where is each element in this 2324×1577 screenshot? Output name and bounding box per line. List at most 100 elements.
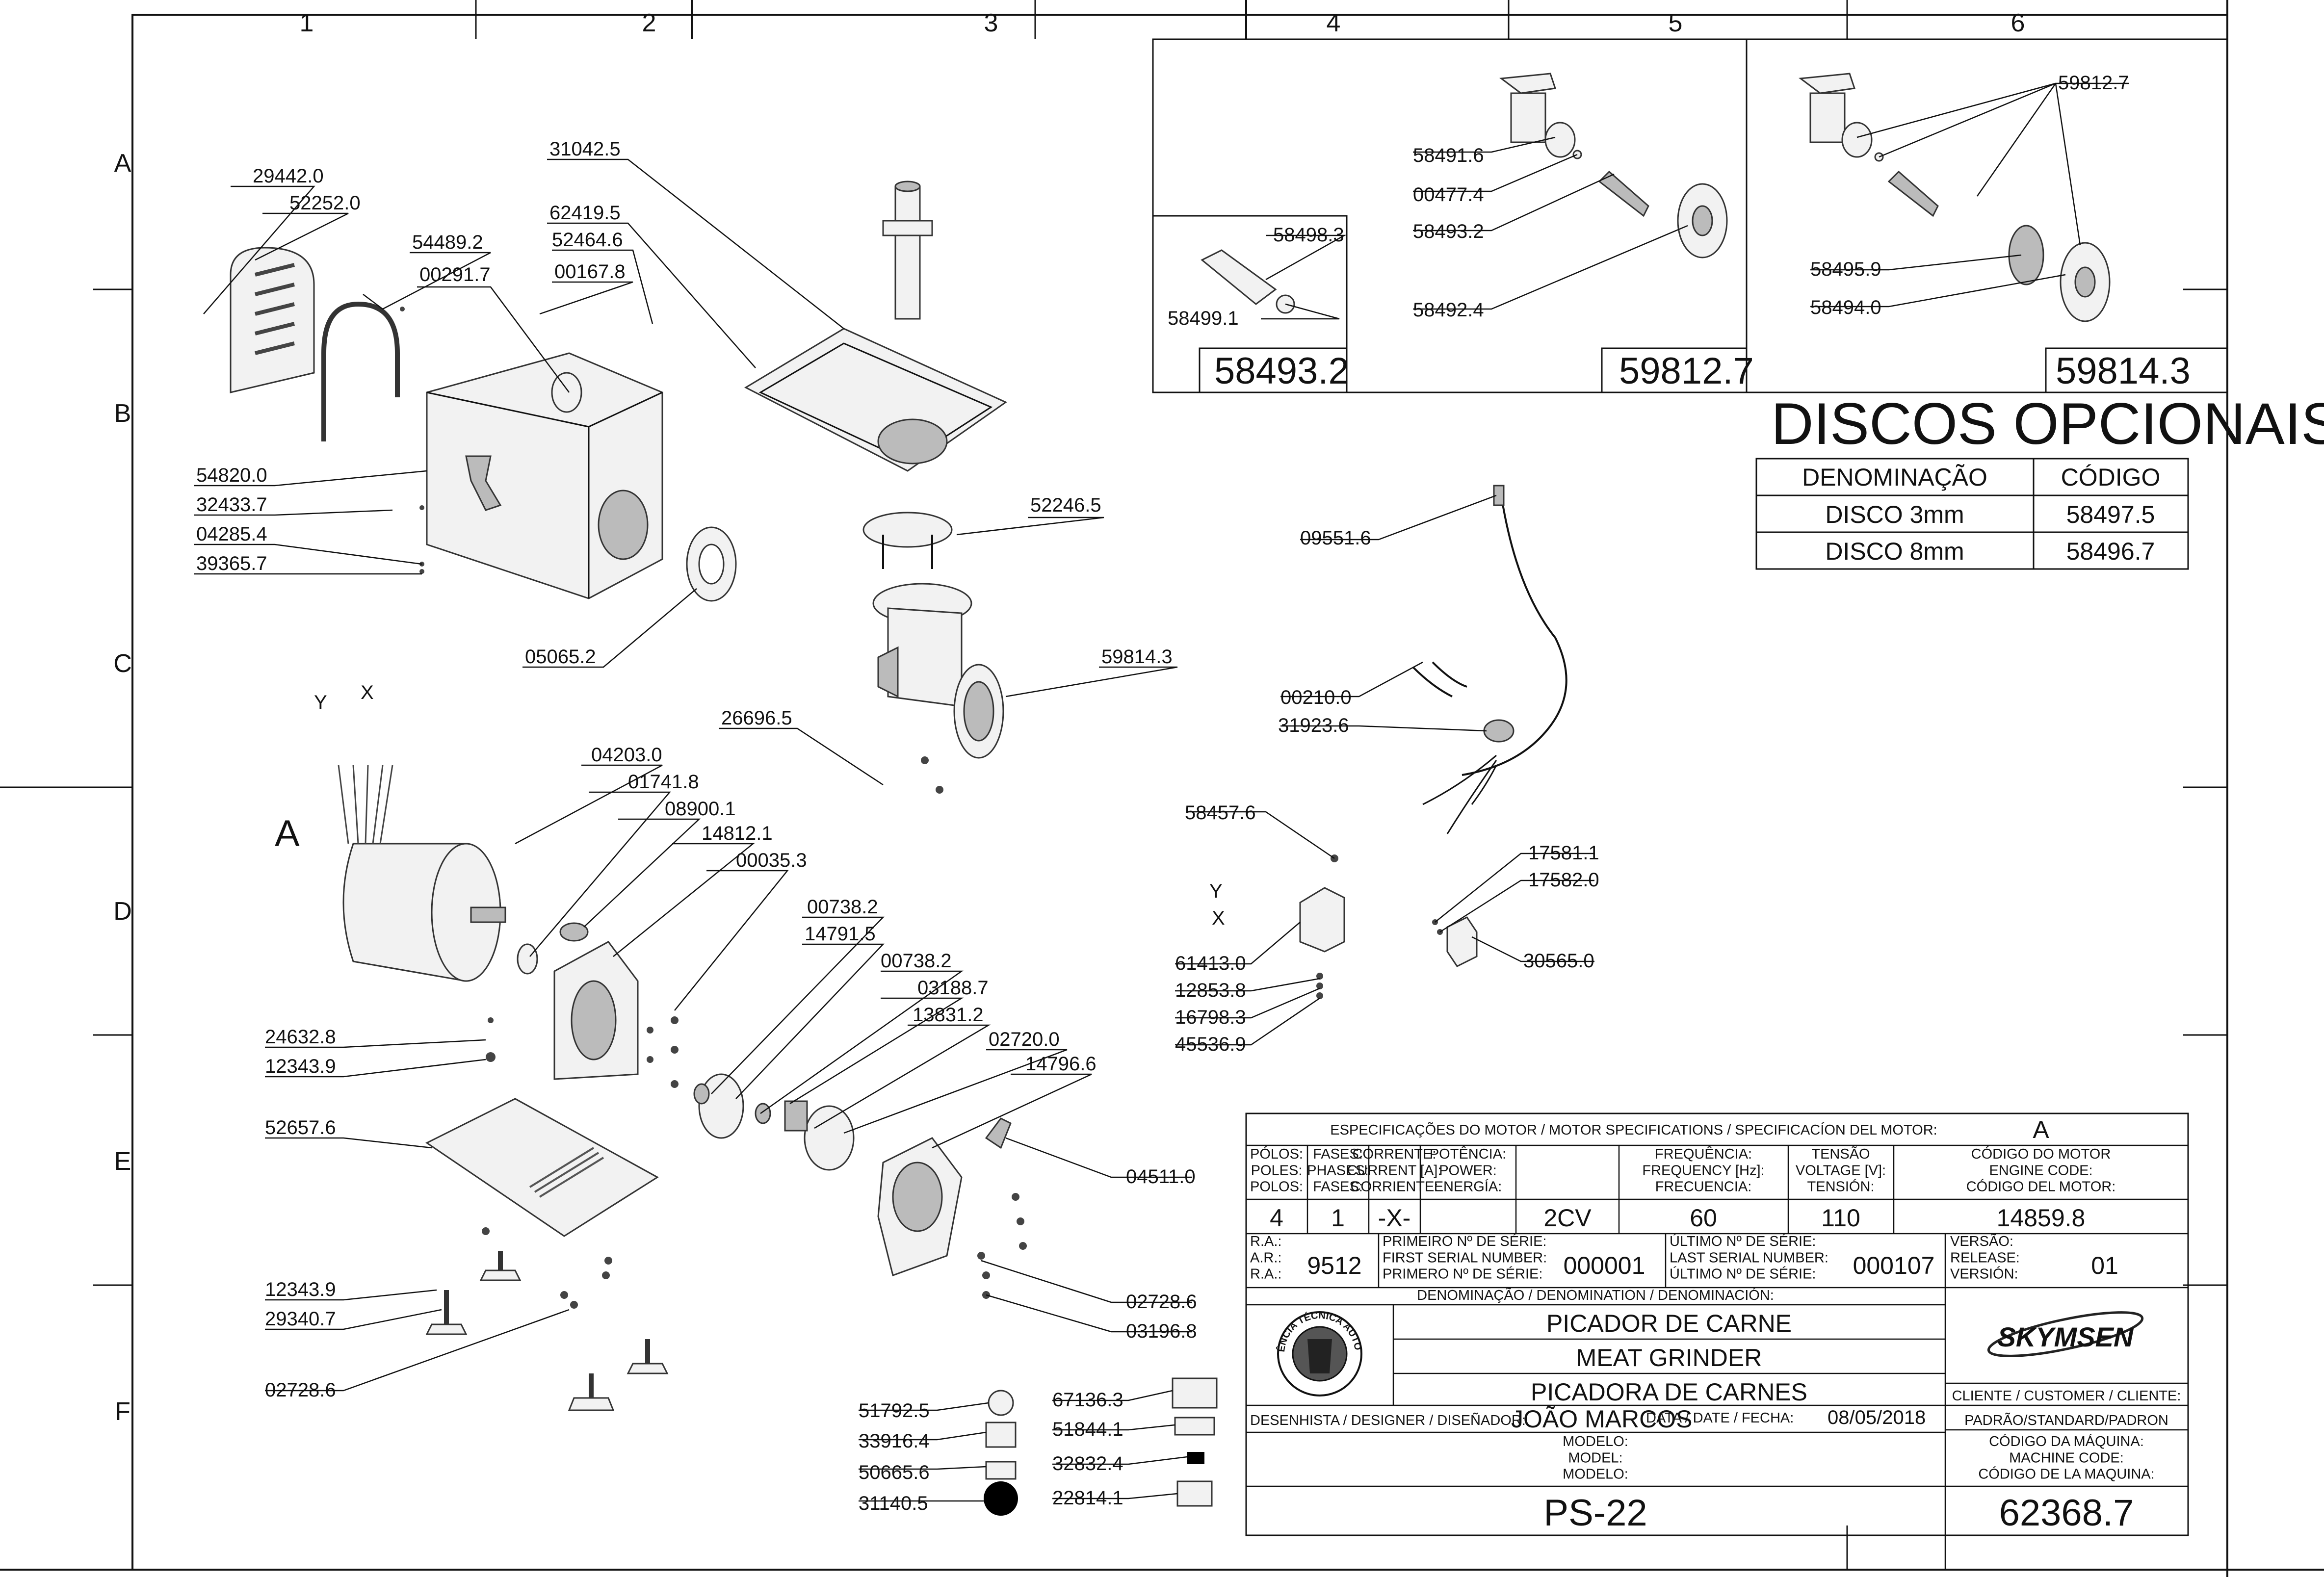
callout-label: 45536.9: [1175, 1034, 1246, 1055]
callout-label: 58494.0: [1810, 297, 1881, 318]
label-line: FASES:: [1313, 1179, 1363, 1195]
callout-label: 04285.4: [196, 523, 267, 545]
options-header-name: DENOMINAÇÃO: [1802, 464, 1987, 491]
axis-indicators: Y X Y X A: [275, 682, 1225, 929]
first-serial-label: PRIMEIRO Nº DE SÉRIE:FIRST SERIAL NUMBER…: [1383, 1233, 1547, 1282]
label-line: MODEL:: [1568, 1450, 1622, 1466]
option-box-code: 58493.2: [1214, 350, 1349, 392]
spec-poles-value: 4: [1270, 1204, 1283, 1232]
label-line: CÓDIGO DEL MOTOR:: [1966, 1179, 2116, 1195]
spec-col-label: PÓLOS:POLES:POLOS:: [1250, 1146, 1303, 1195]
last-serial-value: 000107: [1853, 1252, 1935, 1279]
model-label: MODELO:MODEL:MODELO:: [1563, 1434, 1628, 1482]
callout-label: 00167.8: [554, 261, 626, 283]
grid-col-6: 6: [2011, 9, 2025, 37]
callout-label: 52657.6: [265, 1117, 336, 1138]
callout-label: 12343.9: [265, 1279, 336, 1300]
product-name-pt: PICADOR DE CARNE: [1546, 1310, 1792, 1337]
grid-row-b: B: [114, 399, 131, 428]
ra-value: 9512: [1307, 1252, 1361, 1279]
axis-x: X: [1212, 907, 1225, 929]
callout-label: 08900.1: [665, 798, 736, 820]
client-label: CLIENTE / CUSTOMER / CLIENTE:: [1952, 1388, 2181, 1404]
label-line: ÚLTIMO Nº DE SÉRIE:: [1670, 1266, 1816, 1282]
spec-frequency-value: 60: [1690, 1204, 1717, 1232]
callout-label: 00210.0: [1280, 687, 1352, 708]
callout-label: 52464.6: [552, 229, 623, 251]
callout-label: 00035.3: [736, 850, 807, 871]
callout-label: 17582.0: [1528, 869, 1599, 891]
options-title: DISCOS OPCIONAIS: [1771, 391, 2324, 457]
motor-spec-title: ESPECIFICAÇÕES DO MOTOR / MOTOR SPECIFIC…: [1330, 1121, 1937, 1138]
callout-label: 14791.5: [805, 923, 876, 945]
callout-label: 58493.2: [1413, 221, 1484, 242]
callout-label: 58498.3: [1273, 224, 1344, 246]
grid-row-f: F: [115, 1397, 131, 1426]
callout-label: 00477.4: [1413, 184, 1484, 206]
callout-label: 54820.0: [196, 465, 267, 486]
spec-voltage-value: 110: [1821, 1204, 1860, 1232]
ra-label: R.A.:A.R.:R.A.:: [1250, 1234, 1281, 1282]
callout-label: 52246.5: [1030, 494, 1101, 516]
part-callouts: 29442.0 52252.0 54489.2 00291.7 31042.5 …: [196, 72, 2129, 1514]
option-row-code: 58497.5: [2066, 501, 2155, 528]
label-line: VERSÃO:: [1950, 1233, 2013, 1249]
label-line: CURRENT [A]:: [1347, 1163, 1442, 1178]
label-line: CÓDIGO DE LA MAQUINA:: [1978, 1466, 2154, 1482]
callout-label: 33916.4: [859, 1430, 930, 1452]
product-name-es: PICADORA DE CARNES: [1531, 1378, 1807, 1406]
title-block: ESPECIFICAÇÕES DO MOTOR / MOTOR SPECIFIC…: [0, 0, 2189, 1570]
label-line: POWER:: [1439, 1163, 1497, 1178]
callout-label: 32433.7: [196, 494, 267, 516]
options-header-code: CÓDIGO: [2061, 464, 2161, 491]
motor-spec-value: A: [2033, 1116, 2049, 1143]
grid-row-labels: A B C D E F: [113, 149, 132, 1426]
spec-phases-value: 1: [1331, 1204, 1345, 1232]
label-line: LAST SERIAL NUMBER:: [1670, 1250, 1828, 1266]
callout-label: 32832.4: [1052, 1453, 1123, 1474]
callout-label: 26696.5: [721, 707, 792, 729]
callout-label: 51792.5: [859, 1400, 930, 1422]
callout-label: 04203.0: [591, 744, 662, 766]
label-line: POTÊNCIA:: [1430, 1146, 1506, 1162]
option-box-code: 59814.3: [2056, 350, 2191, 392]
label-line: FREQUÊNCIA:: [1655, 1146, 1752, 1162]
axis-x: X: [361, 682, 374, 703]
label-line: PHASES:: [1307, 1163, 1369, 1178]
grid-col-3: 3: [984, 9, 998, 37]
label-line: TENSÃO: [1811, 1145, 1870, 1162]
spec-col-label: POTÊNCIA:POWER:ENERGÍA:: [1430, 1146, 1506, 1195]
label-line: VOLTAGE [V]:: [1796, 1163, 1886, 1178]
spec-col-label: CORRENTE:CURRENT [A]:CORRIENTE:: [1347, 1146, 1442, 1195]
version-label: VERSÃO:RELEASE:VERSIÓN:: [1950, 1233, 2020, 1282]
callout-label: 52252.0: [289, 192, 361, 214]
option-row-code: 58496.7: [2066, 538, 2155, 565]
callout-label: 13831.2: [913, 1004, 984, 1026]
label-line: FASES:: [1313, 1146, 1363, 1162]
grid-column-labels: 1 2 3 4 5 6: [300, 9, 2025, 37]
callout-label: 61413.0: [1175, 953, 1246, 974]
brand-logo: SKYMSEN: [1987, 1311, 2144, 1357]
label-line: MODELO:: [1563, 1467, 1628, 1482]
option-row-name: DISCO 8mm: [1825, 538, 1964, 565]
option-row-name: DISCO 3mm: [1825, 501, 1964, 528]
callout-label: 00738.2: [807, 896, 878, 918]
version-value: 01: [2091, 1252, 2118, 1279]
leader-lines: [194, 82, 2129, 1502]
callout-label: 31923.6: [1278, 715, 1349, 736]
callout-label: 58495.9: [1810, 259, 1881, 280]
callout-label: 01741.8: [628, 771, 699, 793]
label-line: FIRST SERIAL NUMBER:: [1383, 1250, 1547, 1266]
callout-label: 22814.1: [1052, 1487, 1123, 1509]
date-value: 08/05/2018: [1828, 1407, 1926, 1428]
seal-text: ASSISTÊNCIA TÉCNICA AUTORIZADA: [0, 0, 1363, 1353]
denomination-label: DENOMINAÇÃO / DENOMINATION / DENOMINACIÓ…: [1417, 1287, 1774, 1303]
grid-col-4: 4: [1327, 9, 1341, 37]
label-line: FREQUENCY [Hz]:: [1642, 1163, 1764, 1178]
optional-discs-panel: 58493.2 59812.7 59814.3: [1152, 38, 2228, 393]
axis-y: Y: [1209, 880, 1223, 902]
client-value: PADRÃO/STANDARD/PADRON: [1964, 1412, 2168, 1428]
callout-label: 54489.2: [412, 232, 483, 253]
label-line: MODELO:: [1563, 1434, 1628, 1449]
